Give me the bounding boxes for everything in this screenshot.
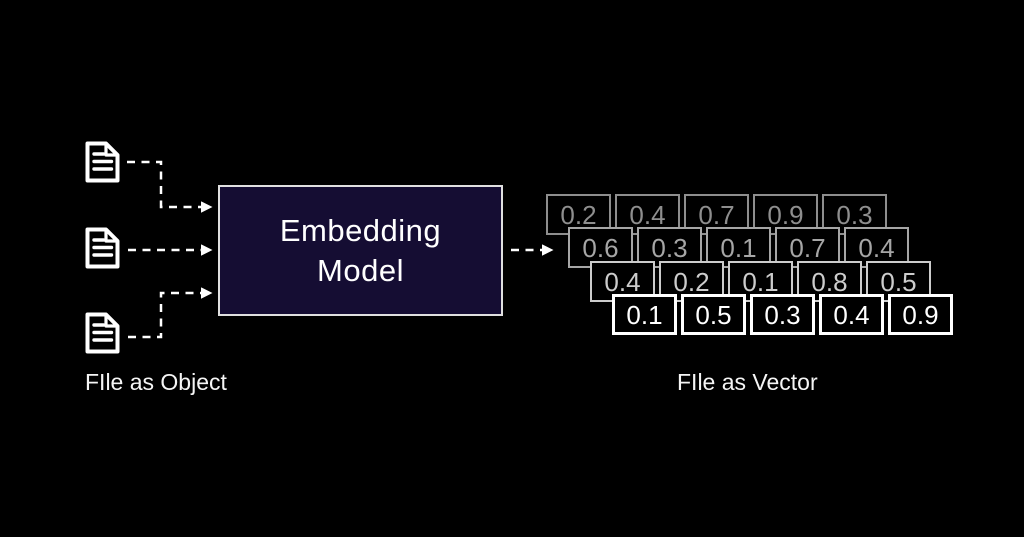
embedding-model-label-line2: Model	[317, 252, 404, 288]
dashed-arrow-file1	[127, 160, 213, 213]
file-as-object-label: FIle as Object	[85, 369, 227, 395]
document-icon	[85, 312, 120, 354]
document-icon	[85, 141, 120, 183]
vector-cell: 0.3	[750, 294, 815, 335]
vector-cell: 0.1	[706, 227, 771, 268]
embedding-model-box: Embedding Model	[218, 185, 503, 316]
vector-cell: 0.5	[681, 294, 746, 335]
vector-cell: 0.4	[819, 294, 884, 335]
file-as-vector-label: FIle as Vector	[677, 369, 818, 395]
vector-cell: 0.1	[612, 294, 677, 335]
dashed-arrow-file3	[128, 287, 213, 339]
document-icon	[85, 227, 120, 269]
embedding-model-label-line1: Embedding	[279, 212, 442, 248]
vector-cell: 0.9	[888, 294, 953, 335]
